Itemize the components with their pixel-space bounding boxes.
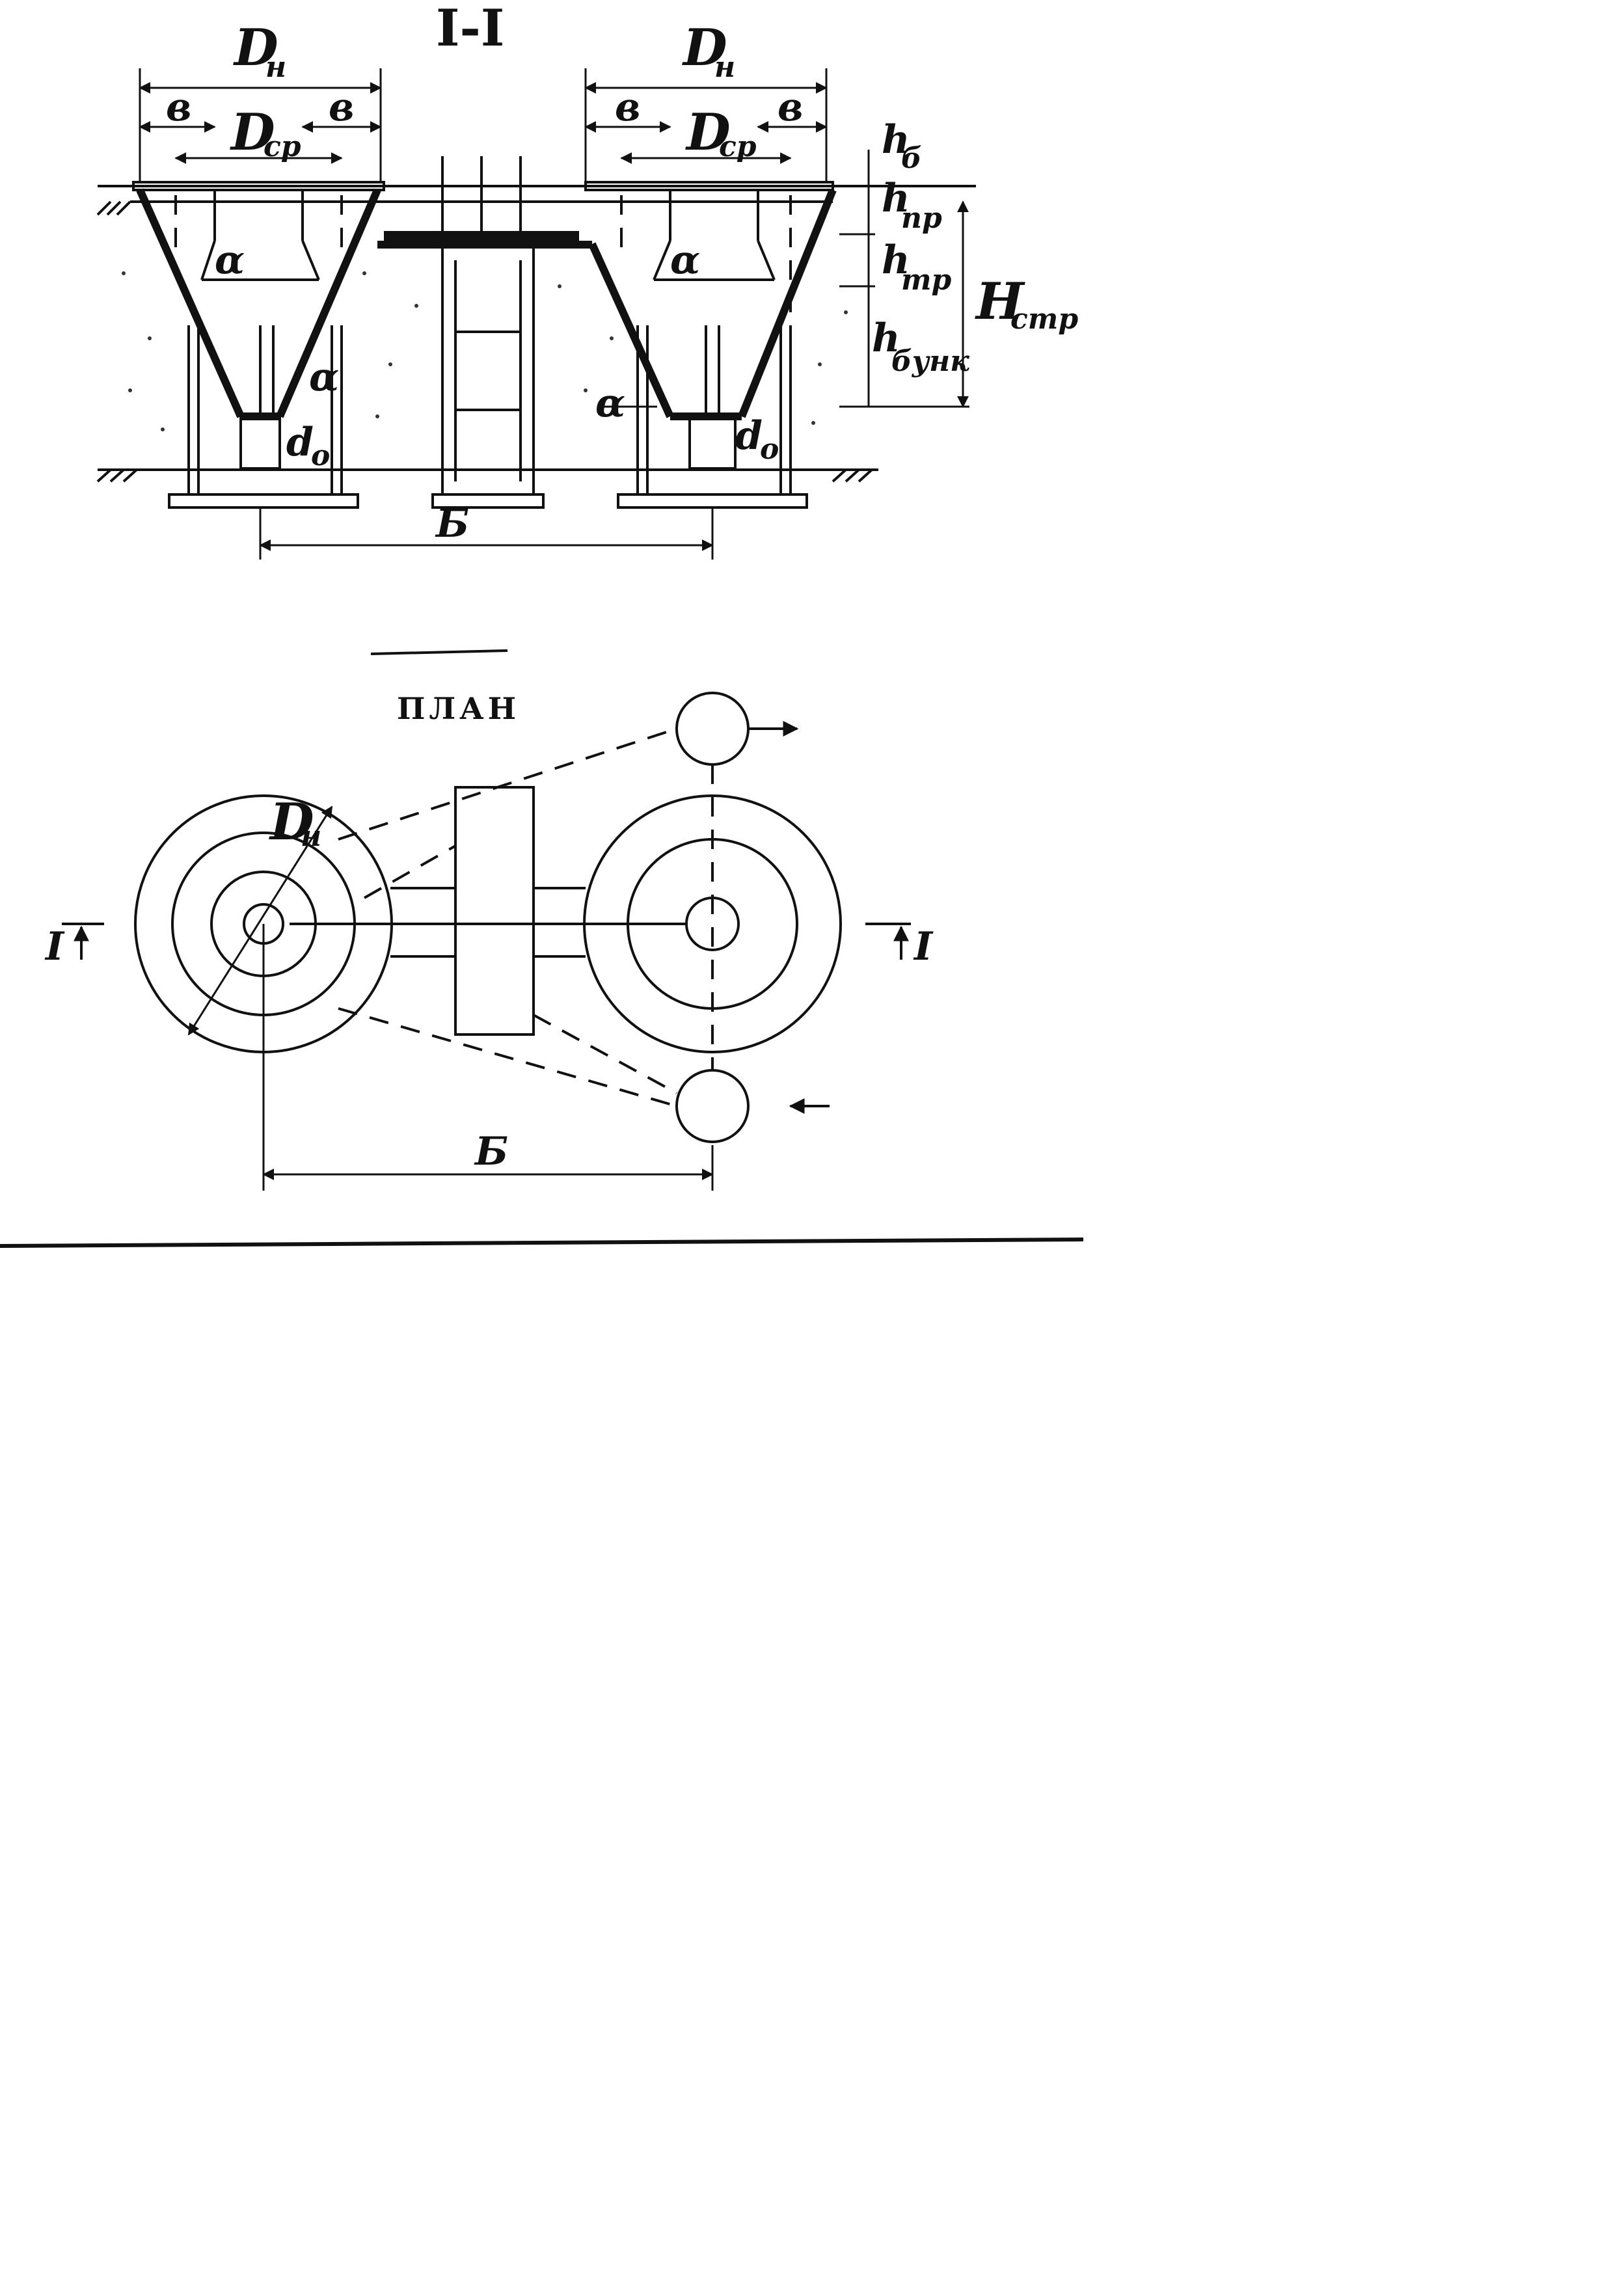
label-h-str: Н: [975, 272, 1025, 331]
plan-title: ПЛАН: [397, 691, 520, 726]
label-d-middle-left: D: [230, 103, 275, 162]
label-d-middle-left-sub: ср: [264, 130, 301, 163]
label-b-left-1: в: [166, 85, 191, 130]
label-d-outer-right: D: [682, 18, 727, 77]
label-b-right-1: в: [615, 85, 640, 130]
label-d-outer-left-sub: н: [265, 51, 286, 84]
label-h-pr: h: [882, 176, 910, 221]
svg-text:I: I: [913, 924, 934, 969]
label-h-str-sub: стр: [1010, 303, 1078, 336]
label-h-b: h: [882, 117, 910, 163]
label-h-bunk: h: [872, 316, 900, 361]
section-title: I-I: [436, 0, 504, 58]
section-mark-left: I: [44, 923, 104, 969]
label-d0-right-sub: о: [760, 433, 779, 466]
ground-hatch: [96, 200, 873, 483]
sheet-bottom-border: [0, 1237, 1084, 1248]
soil-texture: [122, 271, 848, 431]
label-d0-left-sub: о: [311, 439, 330, 472]
label-alpha-3: α: [670, 237, 700, 283]
right-tank-section: [584, 181, 837, 509]
label-alpha-2: α: [309, 355, 339, 400]
dashed-link-2: [338, 1007, 677, 1107]
left-tank-section: [132, 181, 385, 509]
dashed-link-1: [338, 727, 677, 841]
label-h-tr: h: [882, 237, 910, 283]
label-d-outer-left: D: [233, 18, 278, 77]
dimension-lines: [139, 68, 969, 560]
label-h-b-sub: б: [901, 142, 922, 175]
label-d0-left: d: [286, 420, 314, 465]
outlet-valve: [675, 692, 750, 766]
distribution-chamber-section: [377, 156, 592, 509]
label-d-middle-right-sub: ср: [719, 130, 757, 163]
inlet-valve: [675, 1069, 750, 1143]
dashed-link-3: [364, 845, 456, 899]
label-alpha-4: α: [595, 381, 625, 426]
label-h-pr-sub: пр: [901, 202, 942, 235]
label-d-middle-right: D: [685, 103, 731, 162]
label-alpha-1: α: [215, 237, 245, 283]
label-b-right-2: в: [778, 85, 803, 130]
label-h-tr-sub: тр: [901, 264, 952, 297]
dashed-link-4: [533, 1014, 677, 1094]
section-mark-right: I: [865, 923, 934, 969]
label-h-bunk-sub: бунк: [891, 345, 969, 378]
plan-view: ПЛАН: [44, 691, 934, 1191]
chamber-plan: [290, 786, 686, 1036]
label-b-left-2: в: [329, 85, 354, 130]
label-plan-d-outer: D: [269, 792, 314, 852]
svg-text:I: I: [44, 924, 65, 969]
label-d-outer-right-sub: н: [714, 51, 735, 84]
section-view: D н I-I D н в в в в D ср D ср α α α α d …: [96, 0, 1078, 560]
label-d0-right: d: [735, 413, 763, 459]
label-spacing-plan: Б: [474, 1129, 508, 1174]
label-plan-d-outer-sub: н: [301, 820, 321, 853]
label-spacing-section: Б: [435, 501, 469, 547]
separator-line: [370, 649, 508, 655]
